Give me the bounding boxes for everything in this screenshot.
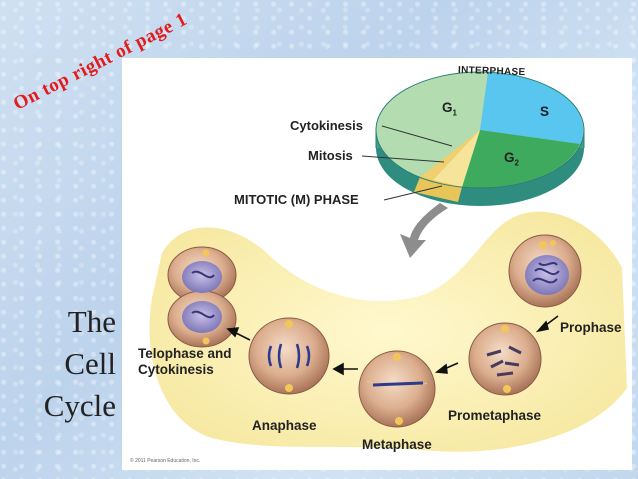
slide-title: The Cell Cycle [44, 301, 116, 427]
cell-cycle-wheel [375, 71, 585, 206]
s-label: S [540, 104, 550, 119]
g2-phase-sector [462, 130, 580, 188]
prometaphase-label: Prometaphase [448, 408, 542, 423]
title-line-3: Cycle [43, 388, 116, 423]
down-arrow [400, 203, 448, 258]
g1-text: G [442, 100, 453, 115]
prophase-cell [508, 234, 582, 308]
figure-graphic [149, 71, 627, 452]
s-phase-sector [480, 72, 584, 144]
interphase-label: INTERPHASE [457, 64, 526, 79]
anaphase-label: Anaphase [252, 418, 317, 433]
cytokinesis-callout: Cytokinesis [290, 118, 363, 133]
telophase-label: Telophase and Cytokinesis [138, 346, 232, 378]
g2-subscript: 2 [514, 158, 519, 168]
mitosis-callout: Mitosis [308, 148, 353, 163]
g2-label: G2 [504, 150, 519, 168]
title-line-1: The [67, 304, 116, 339]
telophase-label-line-2: Cytokinesis [138, 362, 214, 377]
mitotic-phase-callout: MITOTIC (M) PHASE [234, 192, 359, 207]
prometaphase-cell [468, 322, 542, 396]
g1-subscript: 1 [452, 108, 457, 118]
g2-text: G [504, 150, 515, 165]
g1-label: G1 [442, 100, 457, 118]
title-line-2: Cell [64, 346, 116, 381]
copyright-credit: © 2011 Pearson Education, Inc. [130, 458, 201, 464]
metaphase-label: Metaphase [362, 437, 432, 452]
mitosis-sector [432, 130, 480, 187]
cytokinesis-sector [420, 130, 480, 181]
cell-cycle-figure: INTERPHASE G1 S G2 Cytokinesis Mitosis M… [122, 58, 632, 470]
metaphase-cell [358, 350, 436, 428]
anaphase-cell [248, 317, 330, 395]
telophase-label-line-1: Telophase and [138, 346, 232, 361]
prophase-label: Prophase [560, 320, 622, 335]
telophase-cells [167, 246, 237, 348]
stage-arrows [226, 315, 559, 376]
